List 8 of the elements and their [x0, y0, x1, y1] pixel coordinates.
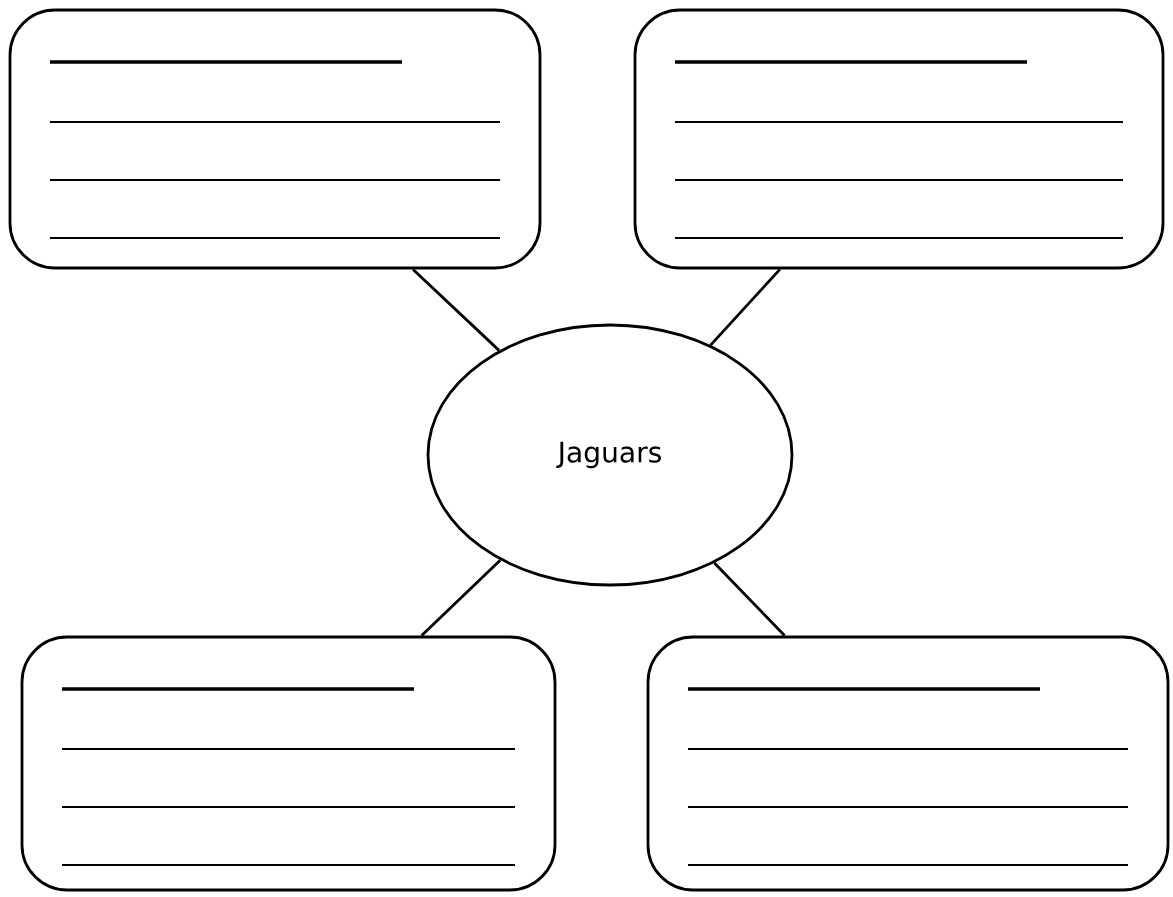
connector-line — [713, 562, 786, 637]
rounded-box — [8, 8, 542, 270]
rounded-box — [633, 8, 1165, 270]
connector-line — [412, 268, 500, 352]
connector-line — [420, 559, 502, 637]
rounded-box — [20, 635, 557, 892]
connector-line — [709, 268, 781, 347]
rounded-box — [646, 635, 1170, 892]
